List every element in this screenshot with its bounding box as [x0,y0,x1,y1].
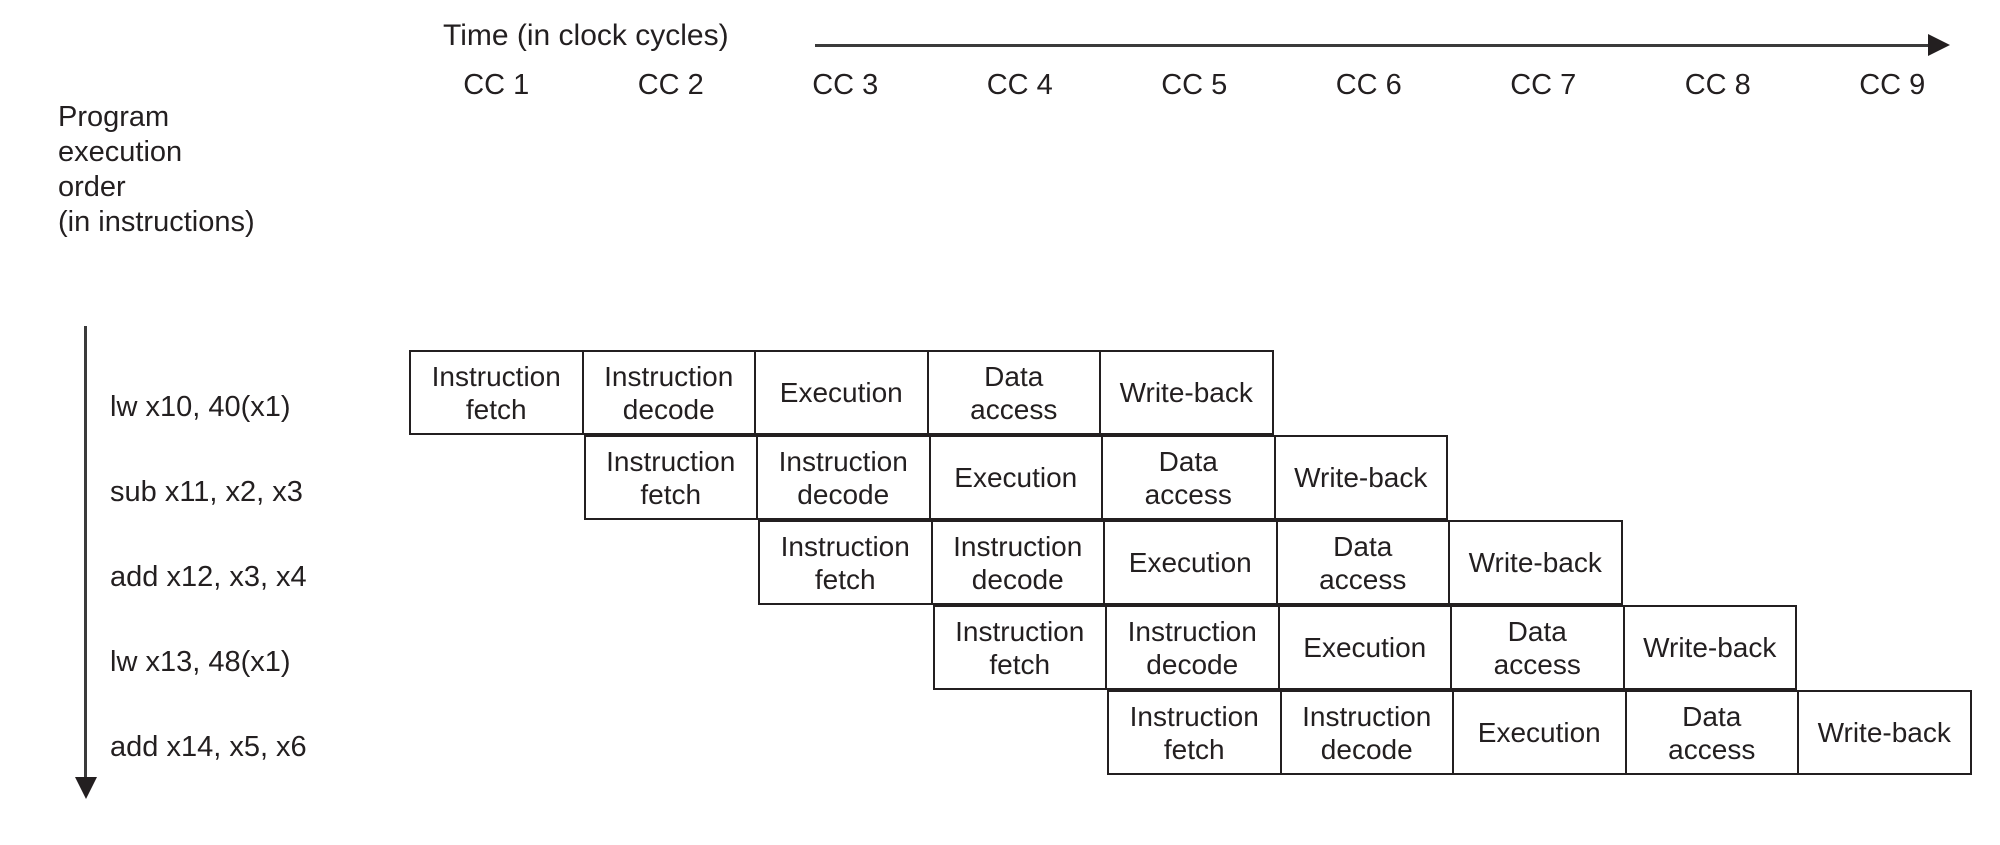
stage-box-decode: Instruction decode [1279,690,1454,775]
stage-box-writeback: Write-back [1622,605,1797,690]
stage-box-execute: Execution [754,350,929,435]
stage-box-execute: Execution [1277,605,1452,690]
clock-cycle-label-8: CC 8 [1684,69,1751,101]
stage-box-decode: Instruction decode [756,435,931,520]
instruction-label-1: lw x10, 40(x1) [110,391,291,423]
stage-box-memory: Data access [1101,435,1276,520]
stage-box-writeback: Write-back [1797,690,1972,775]
stage-box-writeback: Write-back [1273,435,1448,520]
stage-box-fetch: Instruction fetch [583,435,758,520]
clock-cycle-label-3: CC 3 [812,69,879,101]
stage-box-decode: Instruction decode [1105,605,1280,690]
stage-box-execute: Execution [1452,690,1627,775]
clock-cycle-label-6: CC 6 [1335,69,1402,101]
stage-box-fetch: Instruction fetch [1107,690,1282,775]
clock-cycle-label-4: CC 4 [986,69,1053,101]
stage-box-writeback: Write-back [1099,350,1274,435]
stage-box-memory: Data access [1624,690,1799,775]
clock-cycle-label-1: CC 1 [463,69,530,101]
instruction-label-2: sub x11, x2, x3 [110,476,303,508]
program-order-label-line-1: execution [58,136,183,168]
instruction-label-3: add x12, x3, x4 [110,561,307,593]
program-order-arrow-line [84,326,87,781]
instruction-label-4: lw x13, 48(x1) [110,646,291,678]
program-order-arrow-icon [75,777,97,799]
stage-box-memory: Data access [926,350,1101,435]
clock-cycle-label-7: CC 7 [1510,69,1577,101]
stage-box-memory: Data access [1275,520,1450,605]
clock-cycle-label-5: CC 5 [1161,69,1228,101]
clock-cycle-label-9: CC 9 [1859,69,1926,101]
stage-box-execute: Execution [928,435,1103,520]
time-axis-label: Time (in clock cycles) [443,19,729,52]
time-axis-line [815,44,1933,47]
stage-box-fetch: Instruction fetch [409,350,584,435]
program-order-label-line-2: order [58,171,126,203]
stage-box-fetch: Instruction fetch [932,605,1107,690]
stage-box-memory: Data access [1450,605,1625,690]
stage-box-decode: Instruction decode [581,350,756,435]
clock-cycle-label-2: CC 2 [637,69,704,101]
program-order-label-line-3: (in instructions) [58,206,255,238]
time-axis-arrow-icon [1928,34,1950,56]
program-order-label-line-0: Program [58,101,170,133]
stage-box-writeback: Write-back [1448,520,1623,605]
stage-box-decode: Instruction decode [930,520,1105,605]
stage-box-execute: Execution [1103,520,1278,605]
instruction-label-5: add x14, x5, x6 [110,731,307,763]
stage-box-fetch: Instruction fetch [758,520,933,605]
